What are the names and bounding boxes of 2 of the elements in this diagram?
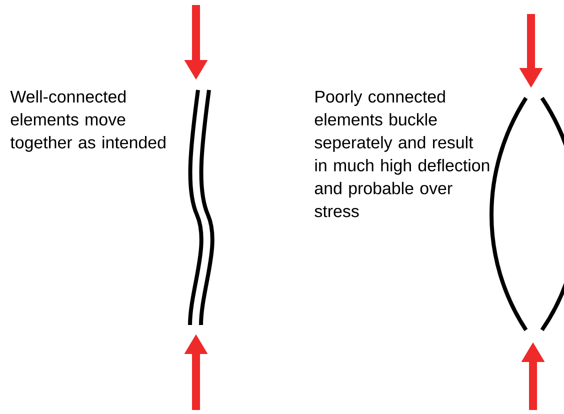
- description-text: Poorly connected elements buckle seperately and result in much high deflection and probable over stress: [314, 90, 490, 218]
- description-text: Well-connected elements move together as intended: [10, 90, 166, 152]
